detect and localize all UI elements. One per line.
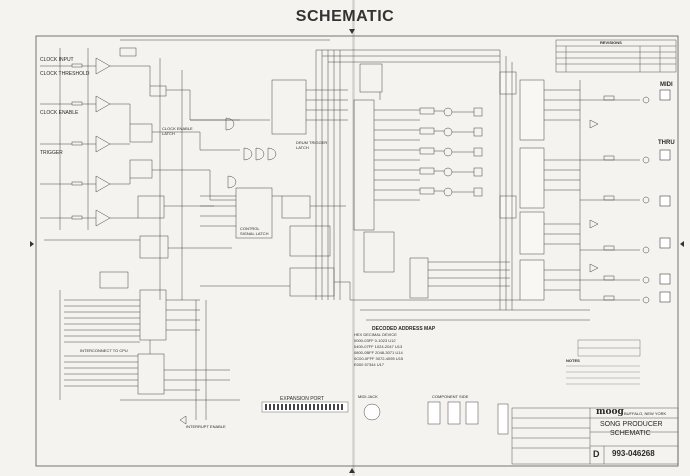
- edge-marker-top: [349, 29, 355, 34]
- svg-text:0400-07FF 1024-2047 U13: 0400-07FF 1024-2047 U13: [354, 344, 403, 349]
- edge-marker-bottom: [349, 468, 355, 473]
- trigger-label: TRIGGER: [40, 150, 63, 156]
- cpu-interface: [59, 271, 240, 425]
- drawing-border: [35, 35, 679, 467]
- company-logo: moog: [596, 407, 624, 417]
- address-map: HEX DECIMAL DEVICE 0000-03FF 0-1023 U12 …: [354, 332, 404, 367]
- svg-text:0000-03FF 0-1023 U12: 0000-03FF 0-1023 U12: [354, 338, 396, 343]
- edge-marker-right: [680, 241, 684, 247]
- connector-pin: [341, 404, 343, 410]
- connector-pin: [321, 404, 323, 410]
- notes-lines: [566, 365, 640, 385]
- connector-pin: [269, 404, 271, 410]
- expansion-port-label: EXPANSION PORT: [280, 396, 324, 402]
- revisions-table: [555, 39, 677, 73]
- connector-pin: [281, 404, 283, 410]
- notes-label: NOTES: [566, 358, 580, 363]
- company-location: BUFFALO, NEW YORK: [624, 411, 667, 416]
- page-fold: [352, 0, 355, 476]
- interrupt-enable-label: INTERRUPT ENABLE: [186, 424, 226, 429]
- jack-boxes: [659, 89, 671, 303]
- component-side-label: COMPONENT SIDE: [432, 394, 469, 399]
- thru-label: THRU: [658, 140, 675, 146]
- product-subtitle: SCHEMATIC: [610, 430, 651, 437]
- revisions-label: REVISIONS: [600, 40, 622, 45]
- connector-pin: [305, 404, 307, 410]
- midi-jack-label: MIDI JACK: [358, 394, 378, 399]
- connector-pin: [297, 404, 299, 410]
- drawing-number: 993-046268: [612, 449, 655, 458]
- control-signal-latch-label: CONTROL SIGNAL LATCH: [240, 226, 269, 236]
- connector-pin: [293, 404, 295, 410]
- connector-pin: [337, 404, 339, 410]
- connector-pin: [277, 404, 279, 410]
- clock-enable-latch-label: CLOCK ENABLE LATCH: [162, 126, 193, 136]
- clock-input-label: CLOCK INPUT: [40, 57, 74, 63]
- decoder-section: [315, 49, 520, 301]
- output-jacks: [580, 95, 650, 304]
- connector-pin: [309, 404, 311, 410]
- interconnect-label: INTERCONNECT TO CPU: [80, 348, 128, 353]
- sheet-size: D: [593, 449, 600, 459]
- svg-text:E000 57344 U17: E000 57344 U17: [354, 362, 385, 367]
- component-pinouts: [363, 401, 509, 435]
- connector-pin: [265, 404, 267, 410]
- edge-marker-left: [30, 241, 34, 247]
- svg-text:0C00-0FFF 3072-4095 U15: 0C00-0FFF 3072-4095 U15: [354, 356, 404, 361]
- notes-block: [577, 339, 641, 357]
- control-latches: [190, 79, 351, 300]
- clock-enable-label: CLOCK ENABLE: [40, 110, 79, 116]
- drum-trigger-drivers: [419, 107, 483, 197]
- connector-pin: [317, 404, 319, 410]
- svg-text:HEX DECIMAL DEVICE: HEX DECIMAL DEVICE: [354, 332, 397, 337]
- drum-trigger-latch-label: DRUM TRIGGER LATCH: [296, 140, 328, 150]
- connector-pin: [329, 404, 331, 410]
- connector-pin: [313, 404, 315, 410]
- connector-pin: [285, 404, 287, 410]
- memory-chips: [499, 71, 545, 301]
- page-title: SCHEMATIC: [295, 8, 395, 25]
- title-block: [511, 407, 679, 465]
- connector-pin: [289, 404, 291, 410]
- input-stage: [40, 39, 330, 300]
- clock-threshold-label: CLOCK THRESHOLD: [40, 71, 90, 77]
- connector-pin: [301, 404, 303, 410]
- connector-pin: [273, 404, 275, 410]
- connector-pin: [325, 404, 327, 410]
- connector-pin: [333, 404, 335, 410]
- memory-bus: [360, 50, 590, 321]
- product-name: SONG PRODUCER: [600, 421, 663, 428]
- decoded-address-map-label: DECODED ADDRESS MAP: [372, 326, 436, 332]
- midi-label: MIDI: [660, 82, 673, 88]
- svg-text:0800-0BFF 2048-3071 U14: 0800-0BFF 2048-3071 U14: [354, 350, 403, 355]
- connector-pins: [265, 404, 343, 410]
